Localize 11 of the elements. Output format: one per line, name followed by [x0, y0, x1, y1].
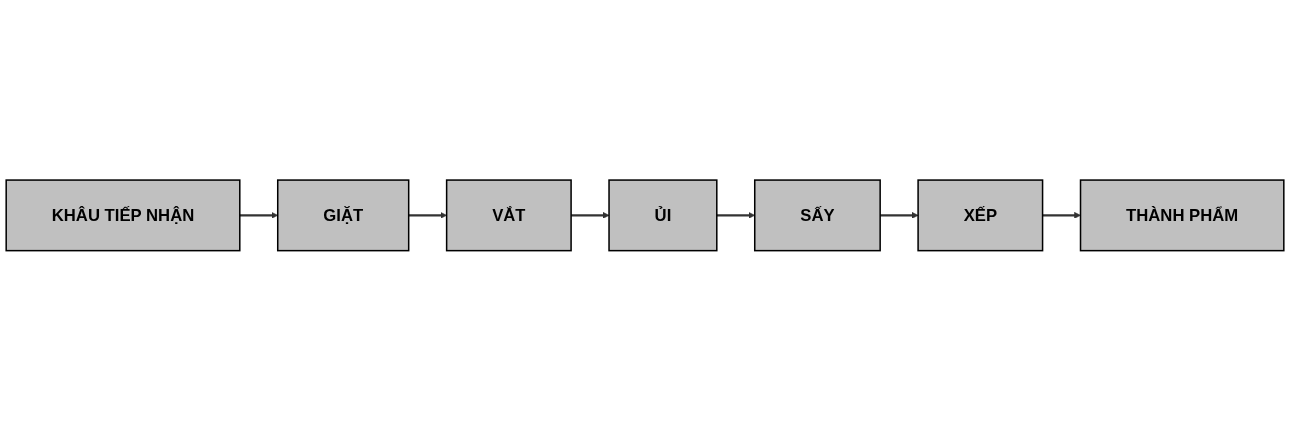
node-box: XẾP	[917, 178, 1044, 252]
arrow	[571, 211, 610, 219]
node-box: THÀNH PHẨM	[1079, 178, 1285, 252]
arrow	[1042, 211, 1081, 219]
arrow	[408, 211, 447, 219]
node-box: VẮT	[445, 178, 572, 252]
node-box: GIẶT	[276, 178, 410, 252]
arrow	[880, 211, 919, 219]
node-box: KHÂU TIẾP NHẬN	[5, 178, 241, 252]
node-box: SẤY	[754, 178, 881, 252]
node-box: ỦI	[608, 178, 718, 252]
